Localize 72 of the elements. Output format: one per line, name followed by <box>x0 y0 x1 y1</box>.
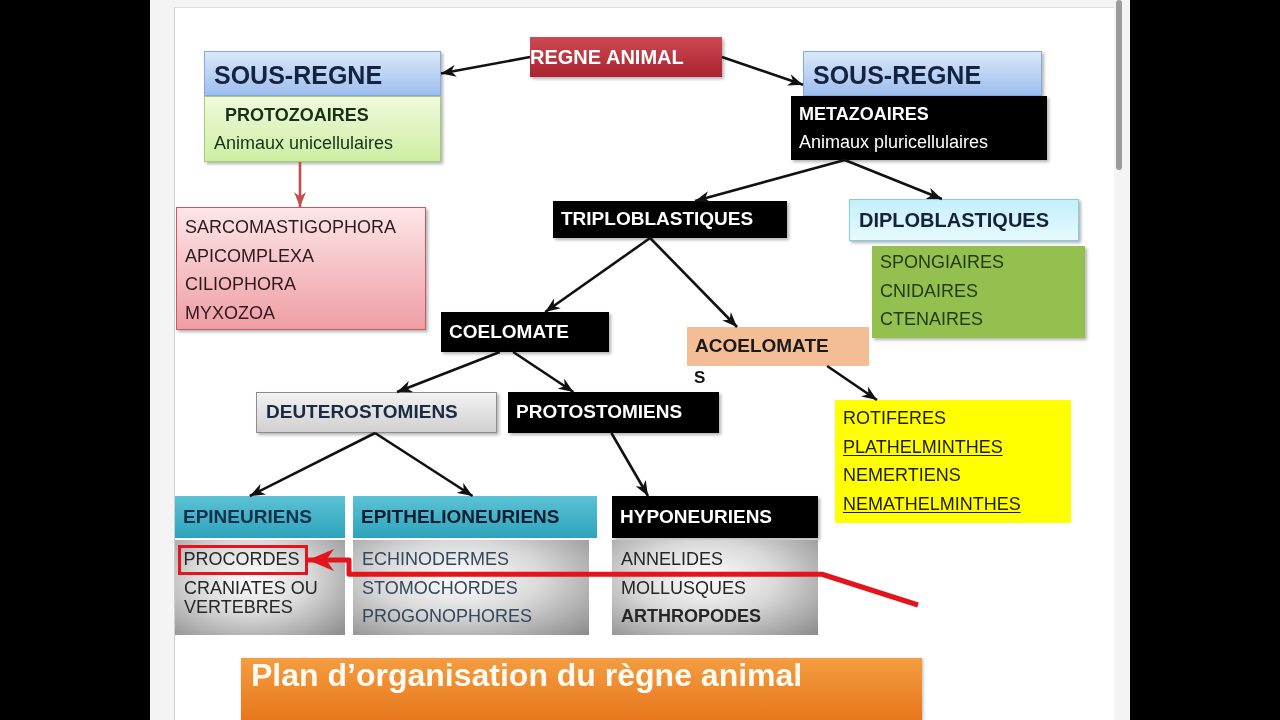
category-box <box>612 496 818 538</box>
category-label: DIPLOBLASTIQUES <box>859 209 1049 231</box>
category-box <box>553 201 787 238</box>
taxon-name: PROCORDES <box>183 550 300 570</box>
category-box <box>175 496 345 538</box>
category-label: HYPONEURIENS <box>620 506 773 528</box>
list-box <box>835 400 1071 523</box>
root-label: REGNE ANIMAL <box>530 46 684 68</box>
list-box <box>176 207 426 330</box>
arrow <box>544 236 651 314</box>
list-box <box>353 540 589 635</box>
description-box <box>204 96 441 162</box>
category-box <box>849 199 1079 241</box>
taxon-name: PROGONOPHORES <box>362 607 533 627</box>
arrow <box>844 158 943 201</box>
arrow <box>694 158 846 203</box>
arrow <box>374 431 474 498</box>
taxon-name: MOLLUSQUES <box>621 578 747 599</box>
taxon-name: SPONGIAIRES <box>880 253 1005 273</box>
arrow <box>610 432 650 497</box>
root-box <box>530 37 722 77</box>
taxon-name: SARCOMASTIGOPHORA <box>185 218 397 238</box>
category-label: SOUS-REGNE <box>813 61 982 90</box>
list-box <box>175 540 345 635</box>
highlight-frame <box>178 545 308 575</box>
arrow <box>721 55 804 86</box>
header-box <box>803 51 1042 96</box>
arrow <box>826 364 878 402</box>
description-box <box>791 96 1047 160</box>
category-label: COELOMATE <box>449 321 569 343</box>
description-text: Animaux pluricellulaires <box>799 133 989 153</box>
taxon-name: CTENAIRES <box>880 310 984 330</box>
pointer-arrow <box>308 549 919 608</box>
arrow <box>440 55 531 77</box>
taxon-name: PLATHELMINTHES <box>843 437 1003 458</box>
taxon-name: ROTIFERES <box>843 409 946 429</box>
arrow <box>396 350 501 394</box>
taxon-name: ANNELIDES <box>621 550 724 570</box>
note-text: S <box>694 369 706 388</box>
taxon-name: CNIDAIRES <box>880 281 978 302</box>
taxon-name: NEMERTIENS <box>843 466 961 486</box>
title-text: Plan d’organisation du règne animal <box>251 658 803 694</box>
group-name: PROTOZOAIRES <box>225 106 369 126</box>
category-box <box>353 496 597 538</box>
arrow <box>649 237 738 328</box>
taxon-name: ARTHROPODES <box>621 607 761 627</box>
taxon-name: APICOMPLEXA <box>185 246 315 267</box>
arrow <box>294 162 306 207</box>
category-label: PROTOSTOMIENS <box>516 402 683 423</box>
category-box <box>508 392 719 433</box>
category-label: TRIPLOBLASTIQUES <box>561 209 754 230</box>
header-box <box>204 51 441 96</box>
taxon-name: NEMATHELMINTHES <box>843 494 1021 515</box>
taxon-name: STOMOCHORDES <box>362 578 518 599</box>
arrow <box>249 431 376 498</box>
category-label: EPITHELIONEURIENS <box>361 506 560 528</box>
category-label: DEUTEROSTOMIENS <box>266 402 458 423</box>
category-box <box>441 312 609 352</box>
category-label: SOUS-REGNE <box>214 61 383 90</box>
group-name: METAZOAIRES <box>799 105 929 125</box>
category-label: EPINEURIENS <box>183 506 312 528</box>
taxon-name: CRANIATES OU VERTEBRES <box>184 578 319 619</box>
taxon-name: MYXOZOA <box>185 303 275 324</box>
category-box <box>687 327 869 366</box>
list-box <box>612 540 818 635</box>
description-text: Animaux unicellulaires <box>214 134 394 154</box>
category-label: ACOELOMATE <box>695 336 829 357</box>
taxon-name: CILIOPHORA <box>185 275 297 295</box>
taxon-name: ECHINODERMES <box>362 550 509 570</box>
arrow <box>512 350 575 394</box>
category-box <box>256 392 497 433</box>
list-box <box>872 246 1085 338</box>
